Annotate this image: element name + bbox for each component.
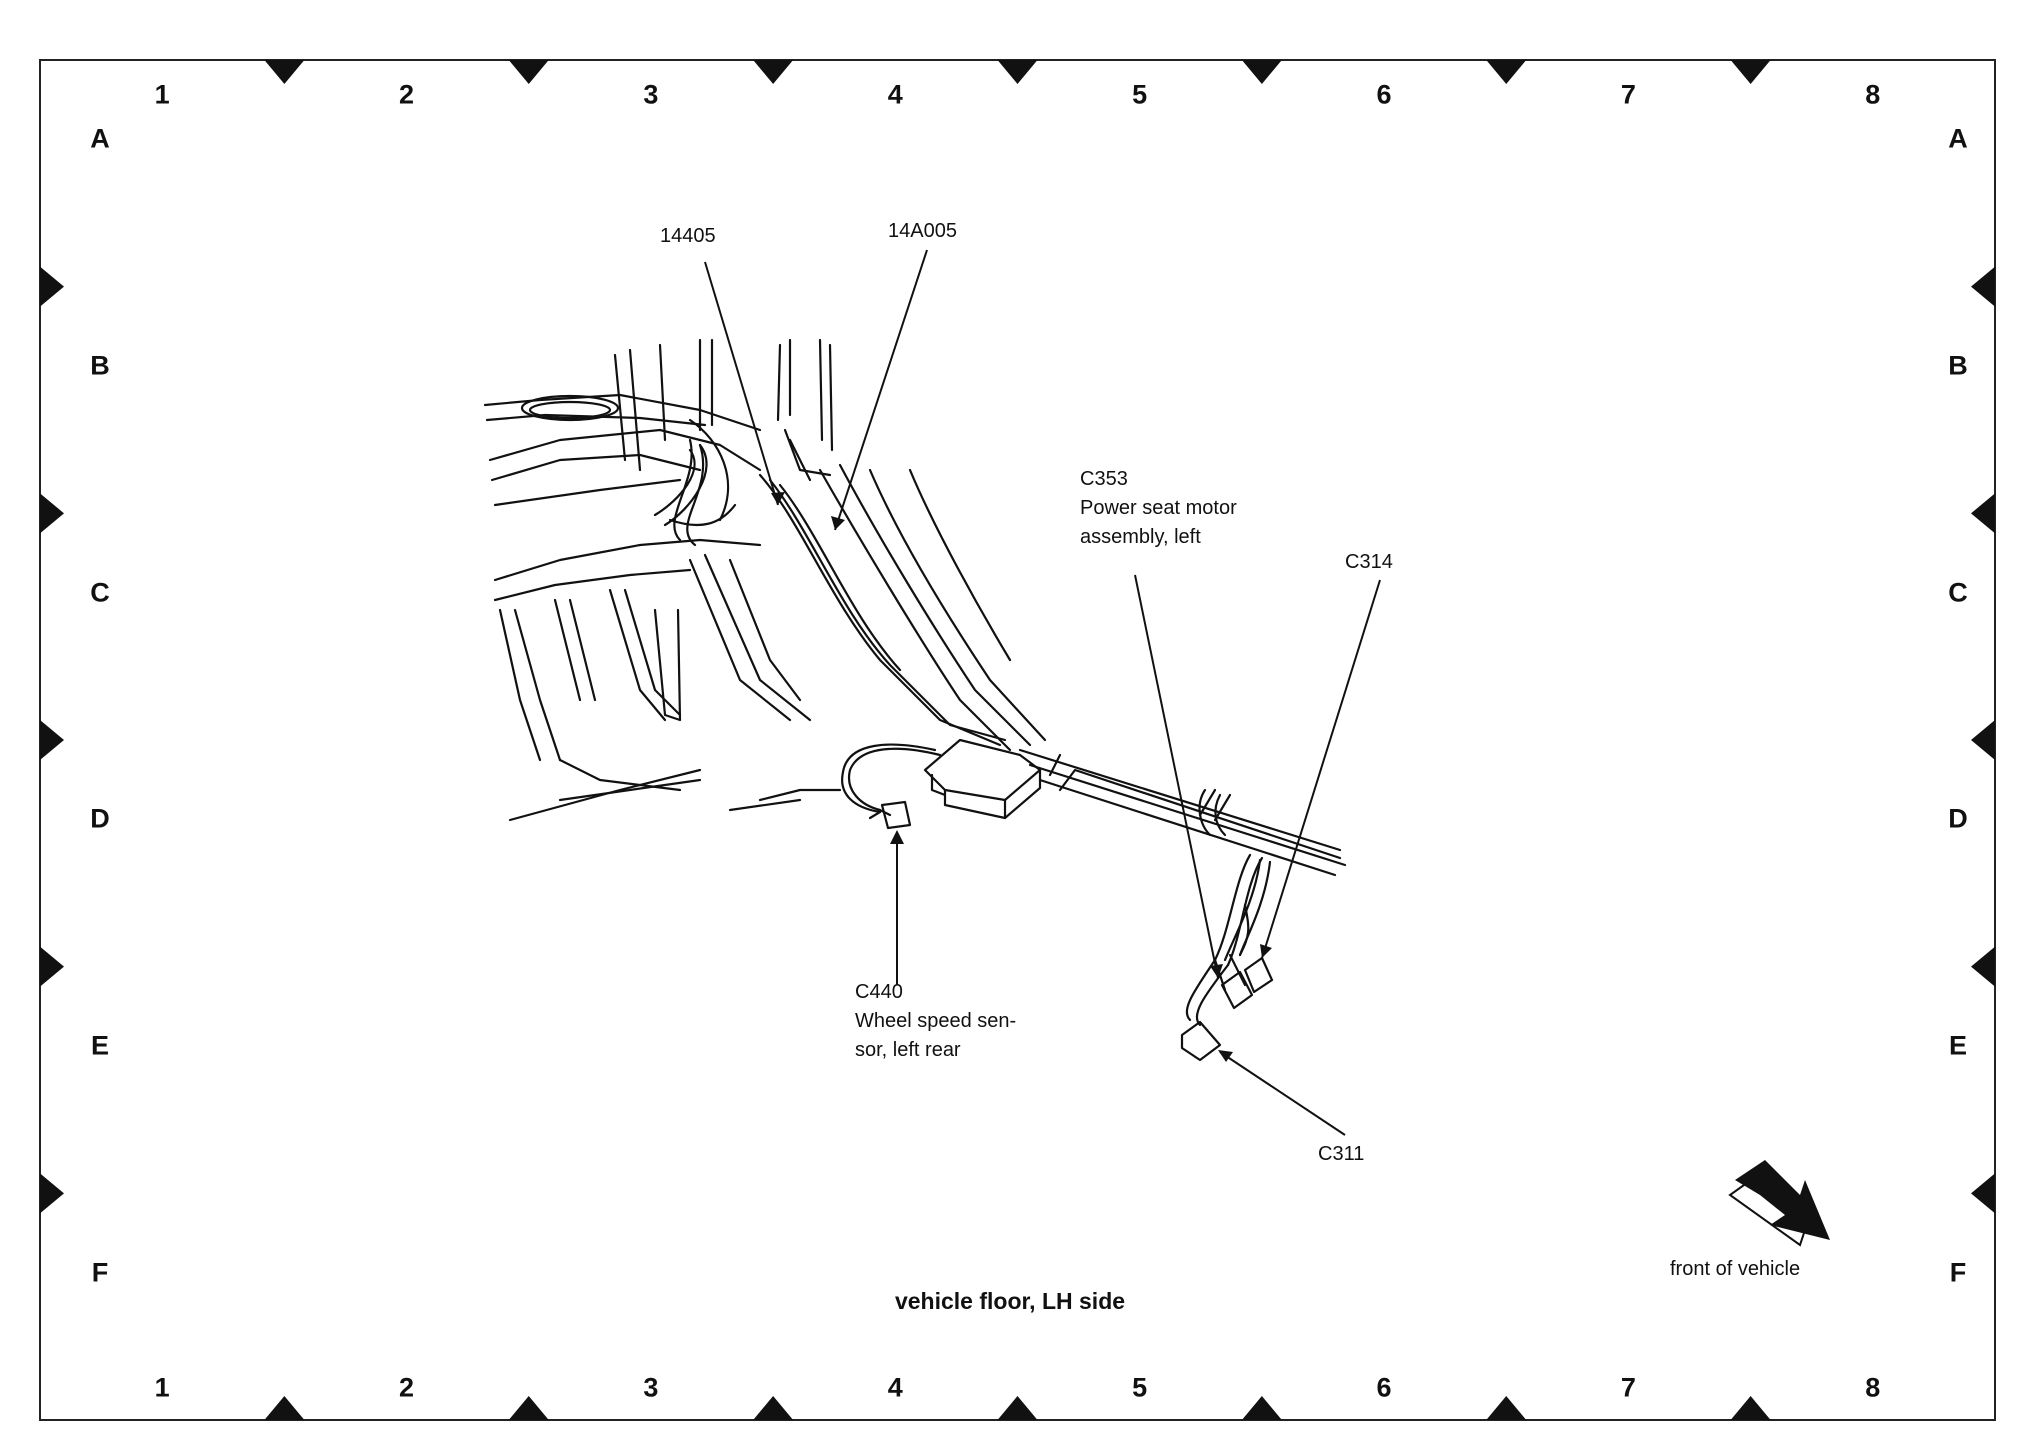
grid-column-label-bottom: 6 [1376, 1372, 1392, 1403]
grid-marker-left [40, 946, 64, 987]
callout-c440: C440 Wheel speed sen- sor, left rear [855, 981, 1017, 1061]
diagram-caption: vehicle floor, LH side [894, 1288, 1126, 1314]
grid-marker-top [1486, 60, 1527, 84]
grid-marker-bottom [508, 1396, 549, 1420]
grid-marker-right [1971, 266, 1995, 307]
grid-column-label-bottom: 2 [399, 1372, 415, 1403]
vehicle-floor-drawing [483, 338, 1347, 1062]
grid-column-label-top: 8 [1865, 79, 1881, 110]
grid-marker-left [40, 266, 64, 307]
grid-marker-bottom [1730, 1396, 1771, 1420]
grid-marker-top [264, 60, 305, 84]
leader-c353 [1134, 574, 1219, 979]
grid-marker-right [1971, 493, 1995, 534]
grid-column-label-top: 4 [887, 79, 903, 110]
grid-row-label-right: C [1948, 577, 1968, 608]
grid-marker-bottom [997, 1396, 1038, 1420]
callout-14405: 14405 [660, 225, 716, 247]
grid-row-label-left: F [91, 1257, 109, 1288]
grid-column-label-top: 1 [154, 79, 170, 110]
grid-marker-left [40, 493, 64, 534]
leader-c311 [1219, 1051, 1346, 1136]
grid-column-label-top: 2 [399, 79, 415, 110]
grid-marker-right [1971, 946, 1995, 987]
grid-row-label-right: D [1948, 803, 1968, 834]
grid-marker-bottom [1241, 1396, 1282, 1420]
callout-14a005: 14A005 [888, 220, 957, 242]
front-arrow-icon [1728, 1160, 1830, 1247]
grid-row-label-right: E [1948, 1030, 1968, 1061]
grid-marker-left [40, 1173, 64, 1214]
grid-marker-top [508, 60, 549, 84]
leader-lines [704, 249, 1381, 1136]
grid-row-label-right: A [1948, 123, 1968, 154]
grid-row-label-left: D [90, 803, 110, 834]
grid-markers [40, 60, 1995, 1420]
grid-column-label-bottom: 7 [1620, 1372, 1636, 1403]
grid-column-label-bottom: 5 [1132, 1372, 1148, 1403]
grid-row-label-left: B [90, 350, 110, 381]
grid-column-label-top: 5 [1132, 79, 1148, 110]
grid-marker-bottom [1486, 1396, 1527, 1420]
grid-column-label-bottom: 3 [643, 1372, 659, 1403]
grid-column-label-top: 6 [1376, 79, 1392, 110]
grid-row-label-right: F [1949, 1257, 1967, 1288]
grid-column-label-top: 7 [1620, 79, 1636, 110]
grid-marker-bottom [264, 1396, 305, 1420]
grid-row-label-left: C [90, 577, 110, 608]
grid-column-label-bottom: 4 [887, 1372, 903, 1403]
callout-c311: C311 [1318, 1143, 1365, 1165]
callout-c314: C314 [1345, 551, 1393, 573]
grid-marker-top [1241, 60, 1282, 84]
leader-14405 [704, 261, 779, 506]
leader-arrowheads [771, 492, 1272, 1062]
leader-c314 [1261, 579, 1381, 959]
grid-marker-right [1971, 1173, 1995, 1214]
frame-border [39, 59, 1996, 1421]
grid-marker-top [997, 60, 1038, 84]
grid-row-label-left: A [90, 123, 110, 154]
leader-14a005 [834, 249, 928, 531]
grid-row-label-left: E [90, 1030, 110, 1061]
grid-column-label-bottom: 1 [154, 1372, 170, 1403]
grid-row-label-right: B [1948, 350, 1968, 381]
grid-marker-left [40, 720, 64, 760]
grid-column-label-top: 3 [643, 79, 659, 110]
callout-c353: C353 Power seat motor assembly, left [1080, 468, 1237, 548]
grid-marker-top [1730, 60, 1771, 84]
grid-marker-right [1971, 720, 1995, 760]
front-of-vehicle-label: front of vehicle [1670, 1258, 1801, 1280]
grid-marker-bottom [753, 1396, 794, 1420]
grid-marker-top [753, 60, 794, 84]
grid-column-label-bottom: 8 [1865, 1372, 1881, 1403]
